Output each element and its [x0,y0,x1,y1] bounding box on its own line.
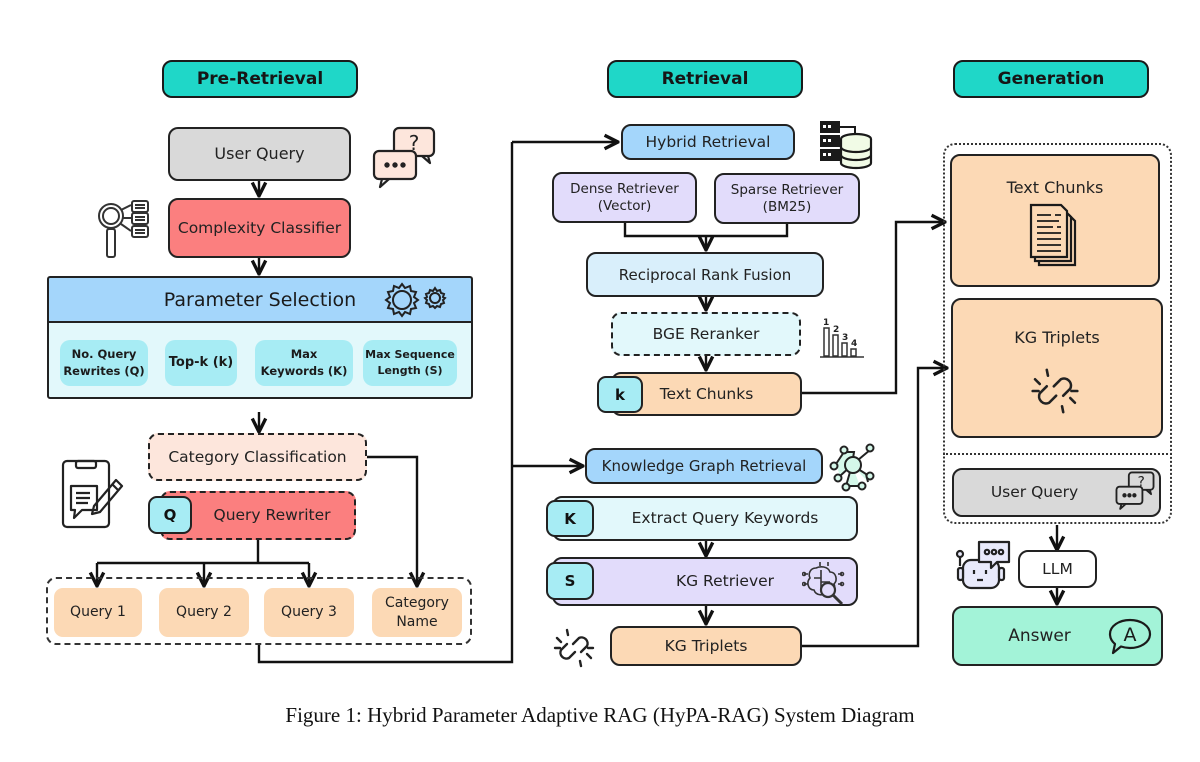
answer-icon-letter: A [1124,624,1137,646]
gears-icon [384,280,448,320]
broken-link-icon [1028,364,1082,418]
clipboard-edit-icon [60,458,126,530]
robot-chat-icon [955,540,1013,592]
stage-header-retrieval: Retrieval [607,60,803,98]
dense-retriever-line1: Dense Retriever [570,181,679,198]
category-name-line2: Name [396,613,438,630]
param-label-line1: No. Query [71,347,137,362]
query-3-box: Query 3 [264,588,354,637]
magnifier-documents-icon [96,200,154,260]
generation-kg-triplets-box: KG Triplets [951,298,1163,438]
category-name-line1: Category [385,594,449,611]
sparse-retriever-box: Sparse Retriever(BM25) [714,173,860,224]
param-label-line1: Max [290,347,318,362]
query-label: Query 3 [281,604,337,621]
extract-keywords-badge-k: K [546,500,594,537]
param-label-line2: Rewrites (Q) [63,364,145,378]
hybrid-retrieval-box: Hybrid Retrieval [621,124,795,160]
figure-caption: Figure 1: Hybrid Parameter Adaptive RAG … [285,703,915,727]
answer-bubble-icon: A [1107,617,1153,657]
text-chunks-badge-k: k [597,376,643,413]
rank-label-3: 3 [842,333,848,343]
ranking-bars-icon: 1 2 3 4 [818,311,866,361]
param-label-line1: Top-k (k) [168,354,234,370]
ai-search-icon [802,560,848,606]
broken-link-icon [551,626,597,670]
category-classification-box: Category Classification [148,433,367,481]
rewriter-fork [97,540,309,565]
dense-retriever-box: Dense Retriever(Vector) [552,172,697,223]
dense-retriever-line2: (Vector) [597,197,652,214]
generation-kg-triplets-label: KG Triplets [1014,328,1100,347]
reciprocal-rank-fusion-box: Reciprocal Rank Fusion [586,252,824,297]
chat-question-icon: ? [370,125,438,191]
stage-header-generation: Generation [953,60,1149,98]
knowledge-graph-retrieval-box: Knowledge Graph Retrieval [585,448,823,484]
query-label: Query 1 [70,604,126,621]
query-label: Query 2 [176,604,232,621]
arrow-chunks-to-generation [802,222,945,395]
answer-box: Answer [952,606,1163,666]
database-server-icon [818,119,874,171]
rank-label-2: 2 [833,325,839,335]
param-label-line1: Max Sequence [365,348,455,362]
documents-icon [1029,203,1083,269]
context-group [943,143,1172,524]
bge-reranker-box: BGE Reranker [611,312,801,356]
rank-label-1: 1 [823,318,829,328]
knowledge-graph-icon [826,440,876,492]
param-label-line2: Keywords (K) [260,364,348,378]
sparse-retriever-line1: Sparse Retriever [730,182,844,199]
llm-box: LLM [1018,550,1097,588]
param-top-k: Top-k (k) [165,340,237,386]
kg-retriever-box: KG Retriever [552,557,858,606]
kg-retriever-badge-s: S [546,562,594,600]
dense-sparse-merge [623,223,789,250]
context-divider [943,453,1172,455]
param-label-line2: Length (S) [377,364,443,377]
sparse-retriever-line2: (BM25) [762,198,812,215]
stage-header-pre-retrieval: Pre-Retrieval [162,60,358,98]
parameter-selection-title: Parameter Selection [163,289,357,311]
generation-text-chunks-label: Text Chunks [1006,178,1104,197]
user-query-box: User Query [168,127,351,181]
svg-text:?: ? [1138,474,1145,490]
query-2-box: Query 2 [159,588,249,637]
chat-question-icon: ? [1114,470,1156,512]
extract-query-keywords-box: Extract Query Keywords [552,496,858,541]
query-1-box: Query 1 [54,588,142,637]
complexity-classifier-box: Complexity Classifier [168,198,351,258]
svg-text:?: ? [409,131,420,155]
retrieval-kg-triplets-box: KG Triplets [610,626,802,666]
arrow-category-to-name [367,455,417,586]
rank-label-4: 4 [851,339,857,349]
query-rewriter-badge-q: Q [148,496,192,534]
queries-group [46,577,472,645]
